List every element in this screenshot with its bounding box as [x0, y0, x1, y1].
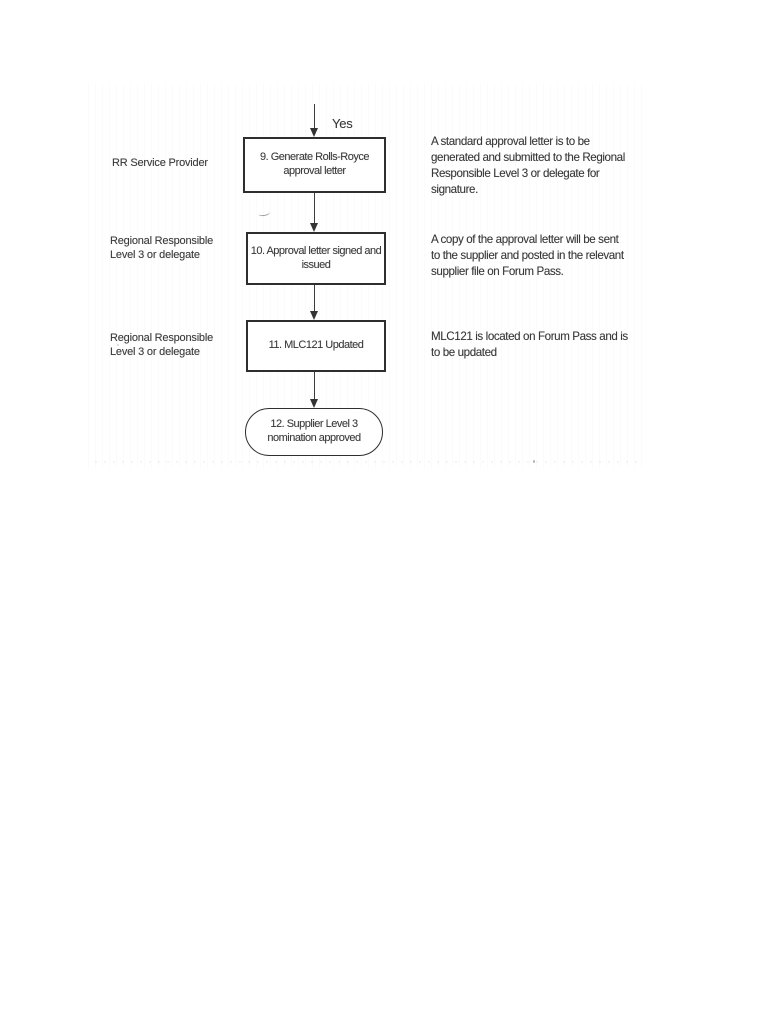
note-line: supplier file on Forum Pass.: [431, 265, 564, 278]
note-step-9: A standard approval letter is to be gene…: [431, 134, 625, 198]
flow-step-12-terminator: 12. Supplier Level 3 nomination approved: [245, 408, 383, 456]
flow-connector-line: [313, 372, 316, 399]
node-label-line: nomination approved: [267, 432, 361, 444]
flow-connector-line: [313, 193, 316, 223]
scan-speck: [533, 460, 535, 463]
flow-arrowhead-icon: [310, 128, 318, 137]
note-line: Responsible Level 3 or delegate for: [431, 167, 600, 180]
actor-label-rr-service-provider: RR Service Provider: [112, 156, 208, 170]
flow-step-9-process: 9. Generate Rolls-Royce approval letter: [243, 137, 386, 193]
flow-connector-line: [313, 104, 316, 129]
actor-label-line: Regional Responsible: [110, 235, 214, 247]
scan-edge-artifact: [95, 461, 640, 463]
actor-label-line: Regional Responsible: [110, 332, 214, 344]
note-line: MLC121 is located on Forum Pass and is: [431, 330, 628, 343]
actor-label-regional-responsible: Regional Responsible Level 3 or delegate: [110, 331, 213, 359]
scan-speck: [257, 208, 271, 217]
flow-connector-line: [313, 285, 316, 311]
node-label-line: 12. Supplier Level 3: [270, 418, 358, 431]
node-label-line: approval letter: [283, 165, 346, 177]
flow-arrowhead-icon: [310, 399, 318, 408]
node-label-line: 9. Generate Rolls-Royce: [260, 151, 369, 164]
node-label-line: 10. Approval letter signed and: [250, 244, 382, 257]
flow-arrowhead-icon: [310, 311, 318, 320]
actor-label-line: RR Service Provider: [112, 157, 208, 169]
branch-label-yes: Yes: [332, 116, 353, 131]
node-label-line: 11. MLC121 Updated: [268, 339, 364, 352]
note-step-11: MLC121 is located on Forum Pass and is t…: [431, 329, 628, 361]
actor-label-regional-responsible: Regional Responsible Level 3 or delegate: [110, 234, 213, 262]
note-line: A standard approval letter is to be: [431, 135, 590, 148]
note-line: signature.: [431, 183, 478, 196]
actor-label-line: Level 3 or delegate: [110, 346, 200, 358]
note-line: to be updated: [431, 346, 497, 359]
node-label-line: issued: [301, 258, 331, 271]
note-step-10: A copy of the approval letter will be se…: [431, 232, 624, 280]
flow-arrowhead-icon: [310, 223, 318, 232]
note-line: generated and submitted to the Regional: [431, 151, 625, 164]
note-line: A copy of the approval letter will be se…: [431, 233, 619, 246]
flow-step-10-process: 10. Approval letter signed and issued: [246, 232, 386, 285]
flow-step-11-process: 11. MLC121 Updated: [246, 320, 386, 372]
actor-label-line: Level 3 or delegate: [110, 249, 200, 261]
note-line: to the supplier and posted in the releva…: [431, 249, 624, 262]
